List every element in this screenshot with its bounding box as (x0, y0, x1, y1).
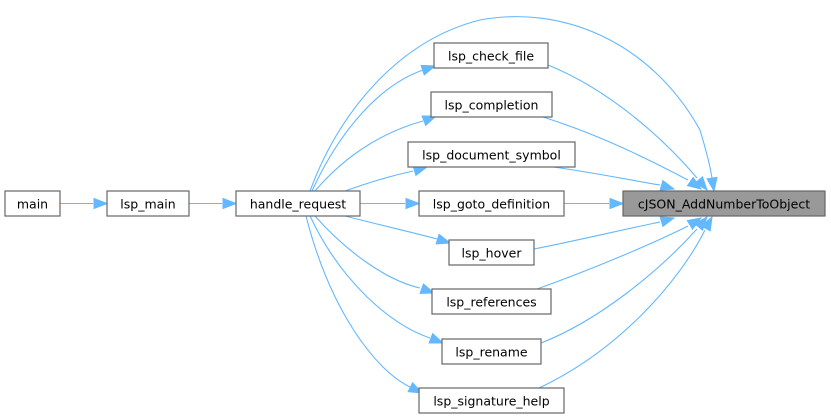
node-box[interactable] (106, 190, 190, 217)
node-label: lsp_goto_definition (433, 197, 550, 212)
edge-line (309, 16, 713, 192)
edge-line (314, 120, 424, 192)
edge-line (314, 215, 421, 289)
edge-handle_request-to-lsp_document_symbol (344, 165, 429, 192)
arrowhead-icon (659, 179, 676, 191)
arrowhead-icon (93, 197, 109, 210)
arrowhead-icon (659, 216, 676, 228)
arrowhead-icon (706, 176, 718, 193)
edge-line (344, 215, 438, 240)
edge-line (536, 225, 689, 290)
edge-line (311, 69, 424, 192)
node-label: lsp_references (446, 295, 536, 310)
node-cJSON-AddNumberToObject[interactable]: cJSON_AddNumberToObject (622, 190, 826, 217)
node-label: lsp_main (120, 197, 175, 212)
node-box[interactable] (418, 387, 565, 414)
edge-handle_request-to-lsp_goto_definition (360, 197, 421, 210)
arrowhead-icon (421, 115, 438, 127)
edge-handle_request-to-lsp_rename (309, 215, 445, 344)
node-lsp-completion[interactable]: lsp_completion (430, 91, 553, 118)
node-box[interactable] (441, 338, 542, 365)
node-box[interactable] (431, 288, 552, 315)
node-label: cJSON_AddNumberToObject (638, 197, 810, 212)
edge-lsp_main-to-handle_request (189, 197, 238, 210)
edge-lsp_rename-to-cJSON_AddNumberToObject (540, 215, 708, 344)
edge-line (547, 64, 698, 179)
node-lsp-references[interactable]: lsp_references (431, 288, 552, 315)
node-lsp-main[interactable]: lsp_main (106, 190, 190, 217)
node-box[interactable] (235, 190, 361, 217)
arrowhead-icon (686, 176, 703, 190)
node-handle-request[interactable]: handle_request (235, 190, 361, 217)
edge-handle_request-to-lsp_references (314, 215, 436, 294)
edge-line (309, 215, 431, 339)
node-label: handle_request (250, 197, 346, 212)
node-label: lsp_completion (445, 98, 539, 113)
edge-line (305, 215, 411, 388)
arrowhead-icon (435, 233, 452, 245)
edge-line (540, 228, 698, 344)
nodes-layer: main lsp_main handle_request lsp_check_file… (4, 42, 826, 414)
arrowhead-icon (700, 215, 713, 232)
edge-line (533, 221, 661, 250)
node-box[interactable] (622, 190, 826, 217)
arrowhead-icon (419, 283, 436, 294)
node-box[interactable] (407, 141, 576, 168)
edges-layer (60, 16, 718, 394)
arrowhead-icon (428, 332, 445, 344)
edge-lsp_hover-to-cJSON_AddNumberToObject (533, 216, 676, 250)
node-lsp-check-file[interactable]: lsp_check_file (433, 42, 549, 69)
node-box[interactable] (4, 190, 61, 217)
edge-handle_request-to-lsp_check_file (311, 64, 437, 192)
edge-lsp_completion-to-cJSON_AddNumberToObject (542, 116, 703, 190)
edge-handle_request-to-lsp_hover (344, 215, 452, 245)
node-box[interactable] (418, 190, 565, 217)
node-lsp-signature-help[interactable]: lsp_signature_help (418, 387, 565, 414)
node-label: lsp_hover (462, 246, 523, 261)
edge-lsp_document_symbol-to-cJSON_AddNumberToObject (552, 166, 676, 191)
node-label: lsp_check_file (448, 49, 534, 64)
node-label: lsp_rename (455, 345, 527, 360)
node-box[interactable] (430, 91, 553, 118)
edge-handle_request-to-cJSON_AddNumberToObject (309, 16, 718, 193)
edge-line (538, 229, 706, 389)
edge-handle_request-to-lsp_completion (314, 115, 438, 192)
edge-lsp_check_file-to-cJSON_AddNumberToObject (547, 64, 708, 192)
node-lsp-goto-definition[interactable]: lsp_goto_definition (418, 190, 565, 217)
node-box[interactable] (448, 239, 535, 266)
node-label: lsp_document_symbol (422, 148, 561, 163)
edge-lsp_signature_help-to-cJSON_AddNumberToObject (538, 215, 713, 389)
arrowhead-icon (693, 175, 708, 192)
arrowhead-icon (609, 197, 625, 210)
edge-handle_request-to-lsp_signature_help (305, 215, 424, 394)
edge-line (542, 116, 689, 181)
node-lsp-document-symbol[interactable]: lsp_document_symbol (407, 141, 576, 168)
edge-main-to-lsp_main (60, 197, 109, 210)
arrowhead-icon (222, 197, 238, 210)
edge-line (344, 170, 414, 192)
node-lsp-hover[interactable]: lsp_hover (448, 239, 535, 266)
arrowhead-icon (405, 197, 421, 210)
node-box[interactable] (433, 42, 549, 69)
arrowhead-icon (420, 64, 437, 76)
node-label: main (17, 197, 48, 212)
node-main[interactable]: main (4, 190, 61, 217)
node-label: lsp_signature_help (433, 394, 549, 409)
edge-line (552, 166, 661, 186)
edge-lsp_goto_definition-to-cJSON_AddNumberToObject (564, 197, 625, 210)
node-lsp-rename[interactable]: lsp_rename (441, 338, 542, 365)
edge-lsp_references-to-cJSON_AddNumberToObject (536, 217, 703, 290)
